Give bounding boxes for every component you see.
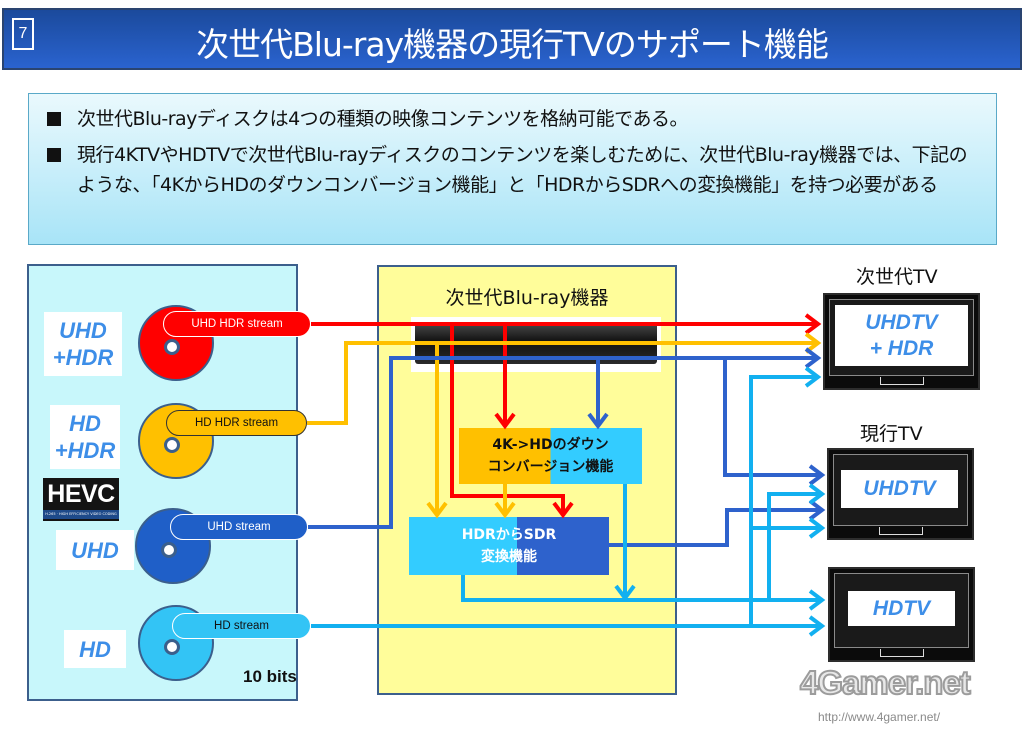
watermark-url: http://www.4gamer.net/ <box>818 710 941 724</box>
tv-stand-icon <box>879 649 924 657</box>
arrowhead-icon <box>804 332 822 354</box>
stream-pill-uhd: UHD stream <box>170 514 308 540</box>
arrowhead-icon <box>808 615 826 637</box>
slide-title: 次世代Blu-ray機器の現行TVのサポート機能 <box>196 25 829 64</box>
arrowhead-icon <box>804 366 822 388</box>
downconversion-function-box: 4K->HDのダウンコンバージョン機能 <box>459 428 642 484</box>
wire-uhd-to-current-uhd <box>723 358 822 477</box>
tv-stand-icon <box>879 377 924 385</box>
format-label-uhd: UHD <box>56 530 134 570</box>
bluray-player-image <box>411 317 661 372</box>
stream-pill-hd-hdr: HD HDR stream <box>166 410 307 436</box>
tv-screen: HDTV <box>848 591 955 626</box>
next-gen-tv: UHDTV+ HDR <box>823 293 980 390</box>
format-label-hd: HD <box>64 630 126 668</box>
arrowhead-icon <box>808 589 826 611</box>
stream-pill-hd: HD stream <box>172 613 311 639</box>
watermark-logo: 4Gamer.net <box>799 663 972 702</box>
bullet-text: 現行4KTVやHDTVで次世代Blu-rayディスクのコンテンツを楽しむために、… <box>77 144 968 196</box>
bullet-square-icon <box>47 148 61 162</box>
next-gen-tv-heading: 次世代TV <box>856 266 938 288</box>
hevc-logo: HEVC H.265 · HIGH EFFICIENCY VIDEO CODIN… <box>43 478 119 521</box>
arrowhead-icon <box>808 499 826 521</box>
format-label-hd-hdr: HD+HDR <box>50 405 120 469</box>
arrowhead-icon <box>808 517 826 539</box>
tv-screen: UHDTV+ HDR <box>835 305 968 366</box>
slide-number: 7 <box>12 18 34 50</box>
arrowhead-icon <box>808 464 826 486</box>
bullet-text: 次世代Blu-rayディスクは4つの種類の映像コンテンツを格納可能である。 <box>77 108 688 130</box>
bullet-item: 次世代Blu-rayディスクは4つの種類の映像コンテンツを格納可能である。 <box>43 104 982 134</box>
arrowhead-icon <box>804 347 822 369</box>
arrowhead-icon <box>808 483 826 505</box>
current-tv-heading: 現行TV <box>860 423 923 445</box>
current-uhd-tv: UHDTV <box>827 448 974 540</box>
tv-screen: UHDTV <box>841 470 958 508</box>
wire-hd-to-nextgen <box>749 375 818 626</box>
wire-hd-to-current-uhd <box>767 492 822 600</box>
bit-depth-label: 10 bits <box>243 667 297 686</box>
bullet-square-icon <box>47 112 61 126</box>
disc-uhd-hdr-icon <box>138 305 214 381</box>
player-title: 次世代Blu-ray機器 <box>445 287 609 309</box>
bullet-item: 現行4KTVやHDTVで次世代Blu-rayディスクのコンテンツを楽しむために、… <box>43 140 982 200</box>
tv-stand-icon <box>878 527 923 535</box>
stream-pill-uhd-hdr: UHD HDR stream <box>163 311 311 337</box>
bullet-box: 次世代Blu-rayディスクは4つの種類の映像コンテンツを格納可能である。 現行… <box>28 93 997 245</box>
current-hd-tv: HDTV <box>828 567 975 662</box>
format-label-uhd-hdr: UHD+HDR <box>44 312 122 376</box>
title-bar: 7 次世代Blu-ray機器の現行TVのサポート機能 <box>2 8 1022 70</box>
arrowhead-icon <box>804 313 822 335</box>
